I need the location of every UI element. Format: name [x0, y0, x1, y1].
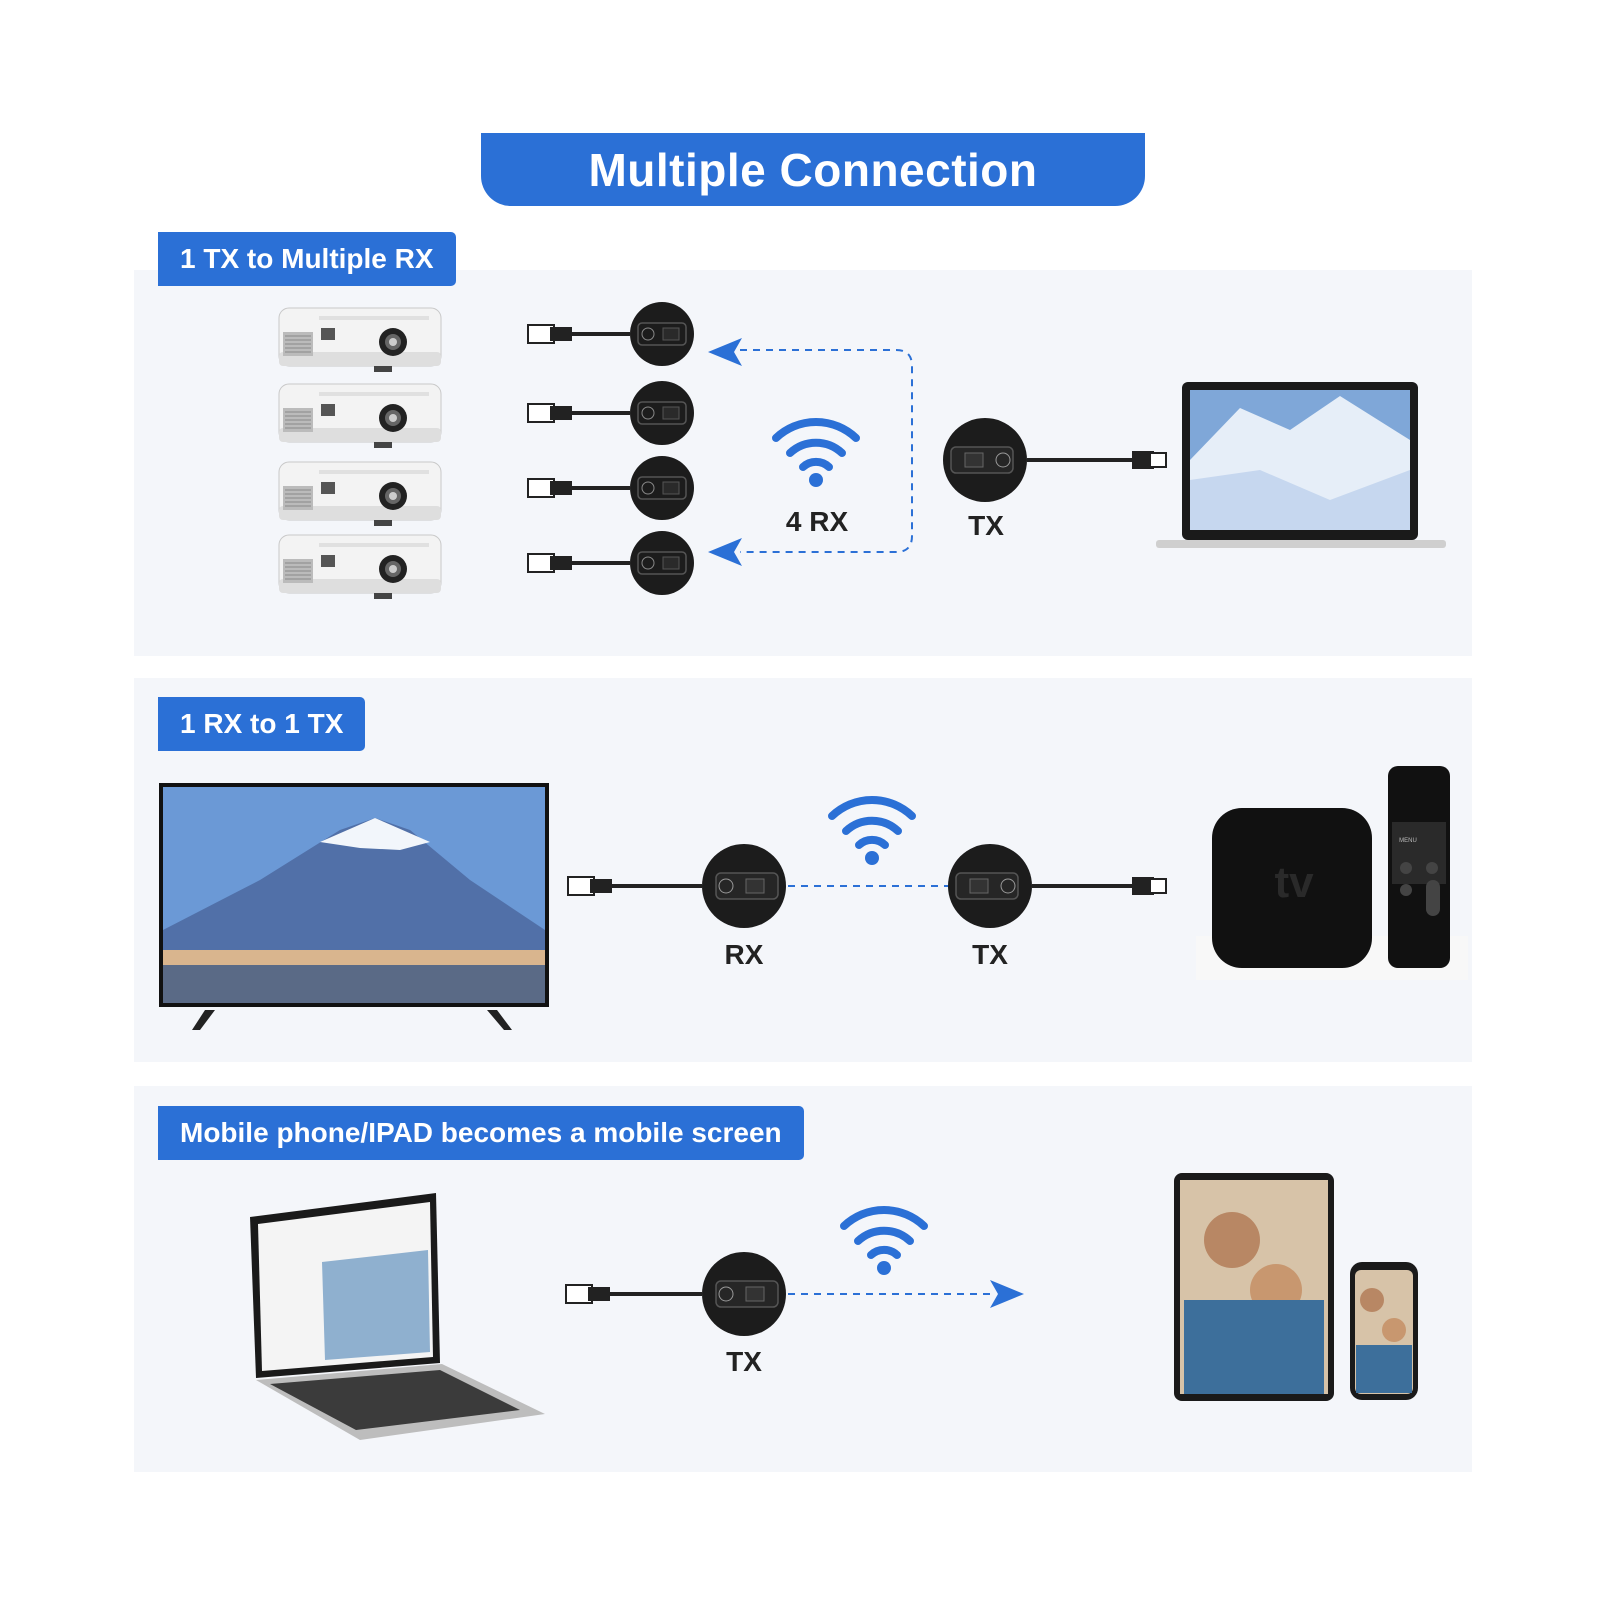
tx-label-2: TX: [972, 939, 1008, 970]
rx-label: RX: [724, 939, 764, 970]
hdmi-connector-icon: [1132, 877, 1167, 895]
tx-label-3: TX: [726, 1346, 762, 1377]
page-title: Multiple Connection: [481, 133, 1145, 206]
phone: [1350, 1262, 1418, 1400]
section-tag-3: Mobile phone/IPAD becomes a mobile scree…: [158, 1106, 804, 1160]
hdmi-connector-icon: [567, 876, 612, 896]
hdmi-connector-icon: [1132, 451, 1167, 469]
remote-menu-label: MENU: [1399, 838, 1417, 844]
section-tag-1: 1 TX to Multiple RX: [158, 232, 456, 286]
dashed-link-top: [740, 349, 913, 553]
wifi-icon: [844, 1210, 924, 1275]
laptop-with-screen: [250, 1193, 545, 1440]
section-tag-2: 1 RX to 1 TX: [158, 697, 366, 751]
apple-tv-box: [1212, 808, 1372, 968]
tx-dongle: [701, 1251, 787, 1337]
tablet: [1174, 1173, 1334, 1401]
laptop-screen: [1156, 382, 1446, 548]
apple-tv-logo: tv: [1274, 858, 1314, 907]
wifi-label-4rx: 4 RX: [785, 506, 849, 537]
hdmi-connector-icon: [565, 1284, 610, 1304]
arrow-left-icon: [708, 538, 742, 566]
tv-screen: [159, 783, 549, 1030]
arrow-right-icon: [990, 1280, 1024, 1308]
arrow-left-icon: [708, 338, 742, 366]
tx-label-1: TX: [968, 510, 1004, 541]
